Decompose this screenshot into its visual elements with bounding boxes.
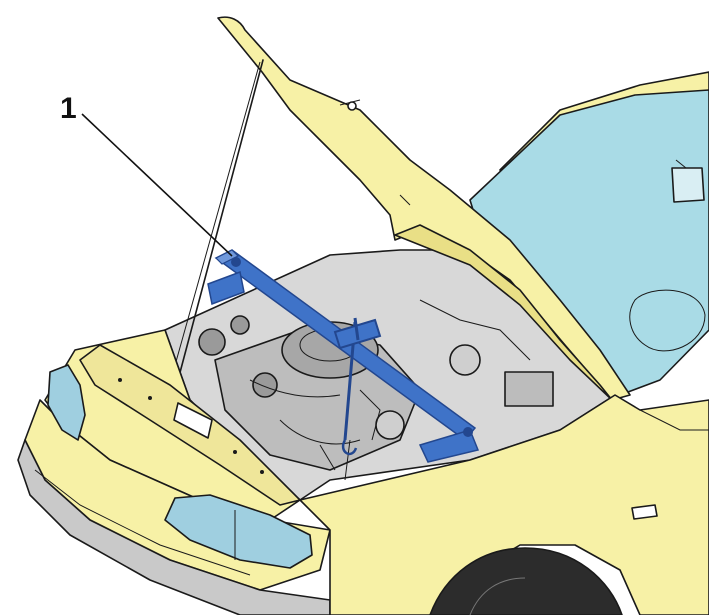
left-headlight bbox=[47, 364, 86, 441]
callout-leader-line bbox=[81, 113, 233, 257]
right-fender bbox=[299, 394, 709, 615]
open-hood bbox=[217, 16, 631, 401]
windshield-area bbox=[469, 71, 709, 396]
hood-prop-rod-icon bbox=[171, 59, 264, 381]
battery bbox=[504, 371, 554, 407]
brake-reservoir bbox=[449, 344, 481, 376]
callout-1: 1 bbox=[60, 92, 233, 257]
engine-support-beam-icon bbox=[207, 249, 480, 463]
hood-inner-panel bbox=[394, 224, 613, 401]
mirror-icon bbox=[671, 167, 705, 203]
bonnet-badge-icon bbox=[173, 402, 213, 439]
bumper bbox=[17, 439, 331, 615]
coolant-tank bbox=[375, 410, 405, 440]
front-wheel bbox=[429, 547, 623, 615]
hood-panel bbox=[217, 16, 631, 401]
grille-panel bbox=[79, 344, 301, 506]
right-headlight bbox=[164, 494, 313, 569]
side-marker-lamp-icon bbox=[631, 504, 658, 520]
oil-filler-cap bbox=[252, 372, 278, 398]
steering-wheel bbox=[629, 289, 706, 352]
beam-right-foot bbox=[418, 429, 480, 463]
beam-left-foot bbox=[207, 270, 245, 306]
callout-number: 1 bbox=[60, 92, 77, 125]
headlights bbox=[47, 364, 313, 569]
